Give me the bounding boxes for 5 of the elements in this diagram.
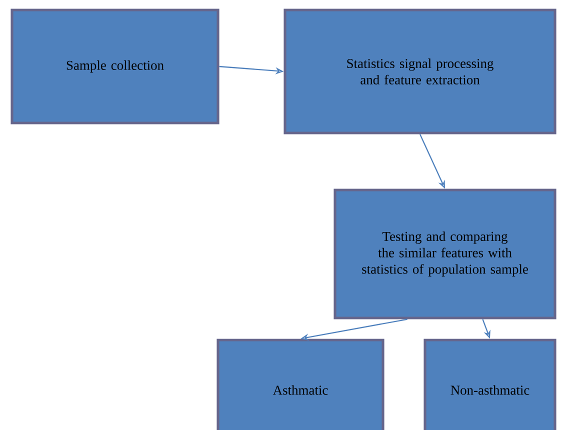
process-box: Testing and comparing the similar features with statistics of population sample bbox=[334, 188, 556, 320]
process-box: Sample collection bbox=[10, 8, 220, 124]
process-box: Statistics signal processing and feature extraction bbox=[284, 8, 556, 134]
process-box: Asthmatic bbox=[216, 338, 384, 430]
process-box: Non-asthmatic bbox=[424, 338, 556, 430]
